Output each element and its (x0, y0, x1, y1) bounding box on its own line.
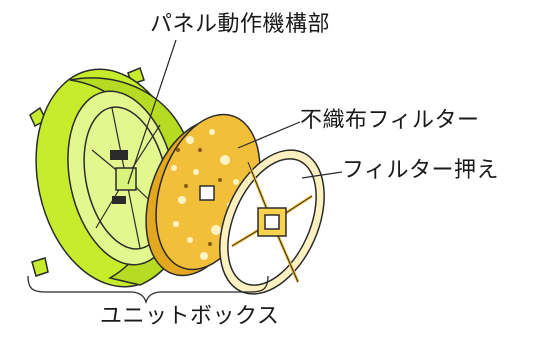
label-panel-mechanism: パネル動作機構部 (150, 12, 331, 37)
leader-panel-mechanism (127, 39, 177, 185)
label-nonwoven-filter: 不織布フィルター (300, 108, 480, 133)
leader-filter-holder (301, 171, 343, 179)
unit-box-bracket (27, 275, 269, 305)
label-unit-box: ユニットボックス (100, 304, 280, 329)
leader-nonwoven-filter (237, 121, 301, 149)
label-filter-holder: フィルター押え (342, 158, 500, 183)
leader-lines (127, 39, 343, 185)
